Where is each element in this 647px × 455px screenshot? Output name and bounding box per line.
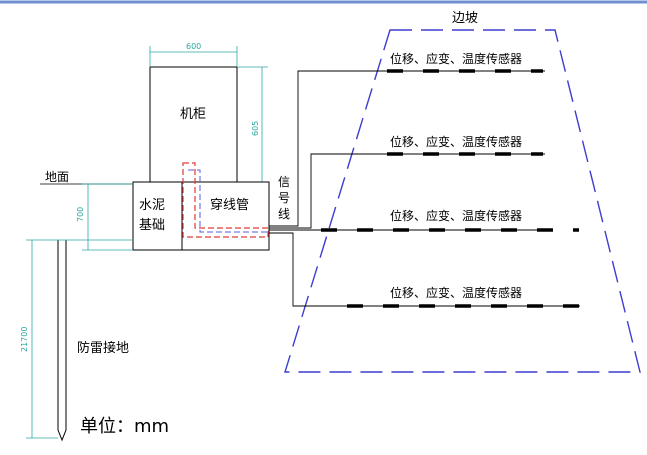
signal-label-2: 号: [278, 191, 290, 205]
foundation-height-value: 700: [76, 207, 85, 222]
unit-label: 单位：mm: [80, 416, 169, 437]
cement-foundation: [132, 181, 270, 251]
grounding-rod: [57, 240, 67, 442]
sensor-row-4: 位移、应变、温度传感器: [345, 285, 580, 308]
sensor-label: 位移、应变、温度传感器: [390, 285, 522, 300]
cabinet-label: 机柜: [180, 107, 206, 122]
cabinet-width-value: 600: [186, 42, 201, 51]
sensor-row-1: 位移、应变、温度传感器: [348, 51, 545, 73]
foundation-height-dimension: [82, 183, 133, 251]
lightning-label: 防雷接地: [77, 340, 129, 356]
sensor-row-3: 位移、应变、温度传感器: [321, 208, 579, 232]
sensor-label: 位移、应变、温度传感器: [390, 134, 522, 149]
sensor-label: 位移、应变、温度传感器: [390, 51, 522, 66]
sensor-label: 位移、应变、温度传感器: [390, 208, 522, 223]
cement-label-line1: 水泥: [139, 198, 165, 213]
grounding-depth-dimension: [26, 239, 133, 439]
slope-outline: [284, 29, 641, 373]
signal-label-1: 信: [278, 175, 290, 189]
cabinet-box: [149, 66, 238, 183]
slope-label: 边坡: [452, 11, 478, 26]
signal-label-3: 线: [278, 207, 290, 221]
conduit-label: 穿线管: [210, 197, 249, 213]
conduit-red: [182, 162, 269, 238]
conduit-blue: [188, 169, 268, 233]
cabinet-width-dimension: [149, 46, 238, 67]
signal-cables: [269, 70, 545, 307]
cabinet-height-value: 605: [251, 121, 260, 136]
sensor-row-2: 位移、应变、温度传感器: [380, 134, 545, 156]
grounding-depth-value: 21700: [20, 327, 29, 352]
cement-label-line2: 基础: [139, 218, 165, 233]
ground-label: 地面: [45, 170, 69, 184]
